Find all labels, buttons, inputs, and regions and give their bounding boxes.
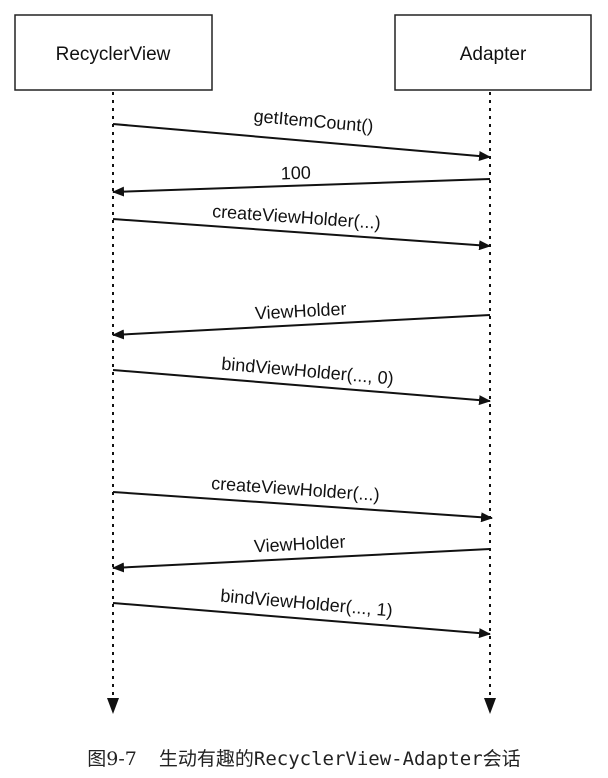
message-6: ViewHolder (112, 532, 491, 573)
message-label: ViewHolder (254, 299, 347, 324)
message-label: 100 (280, 162, 311, 183)
message-arrow (112, 178, 491, 197)
message-5: createViewHolder(...) (112, 473, 493, 523)
message-arrow (112, 548, 491, 573)
message-2: createViewHolder(...) (112, 201, 491, 251)
message-3: ViewHolder (112, 299, 491, 340)
message-4: bindViewHolder(..., 0) (112, 354, 491, 406)
sequence-diagram: RecyclerView Adapter getItemCount() 100 … (14, 14, 592, 714)
lifeline-end-arrow-recyclerview (107, 698, 119, 714)
figure-number: 图9-7 (87, 748, 137, 770)
participant-recyclerview: RecyclerView (14, 14, 213, 91)
message-7: bindViewHolder(..., 1) (112, 586, 491, 639)
message-label: bindViewHolder(..., 0) (221, 354, 395, 389)
participant-adapter: Adapter (394, 14, 592, 91)
message-label: ViewHolder (253, 532, 346, 557)
participant-label-recyclerview: RecyclerView (56, 44, 171, 65)
message-arrow (112, 491, 493, 523)
lifeline-end-arrow-adapter (484, 698, 496, 714)
figure-caption-text: 生动有趣的RecyclerView-Adapter会话 (158, 748, 521, 770)
message-0: getItemCount() (112, 106, 491, 162)
message-arrow (112, 602, 491, 639)
message-arrow (112, 123, 491, 162)
message-label: getItemCount() (253, 106, 374, 136)
figure-caption: 图9-7 生动有趣的RecyclerView-Adapter会话 (0, 744, 608, 771)
message-arrow (112, 218, 491, 251)
message-arrow (112, 314, 491, 340)
message-1: 100 (112, 162, 491, 197)
message-label: bindViewHolder(..., 1) (220, 586, 394, 621)
participant-label-adapter: Adapter (460, 44, 527, 65)
message-arrow (112, 369, 491, 406)
